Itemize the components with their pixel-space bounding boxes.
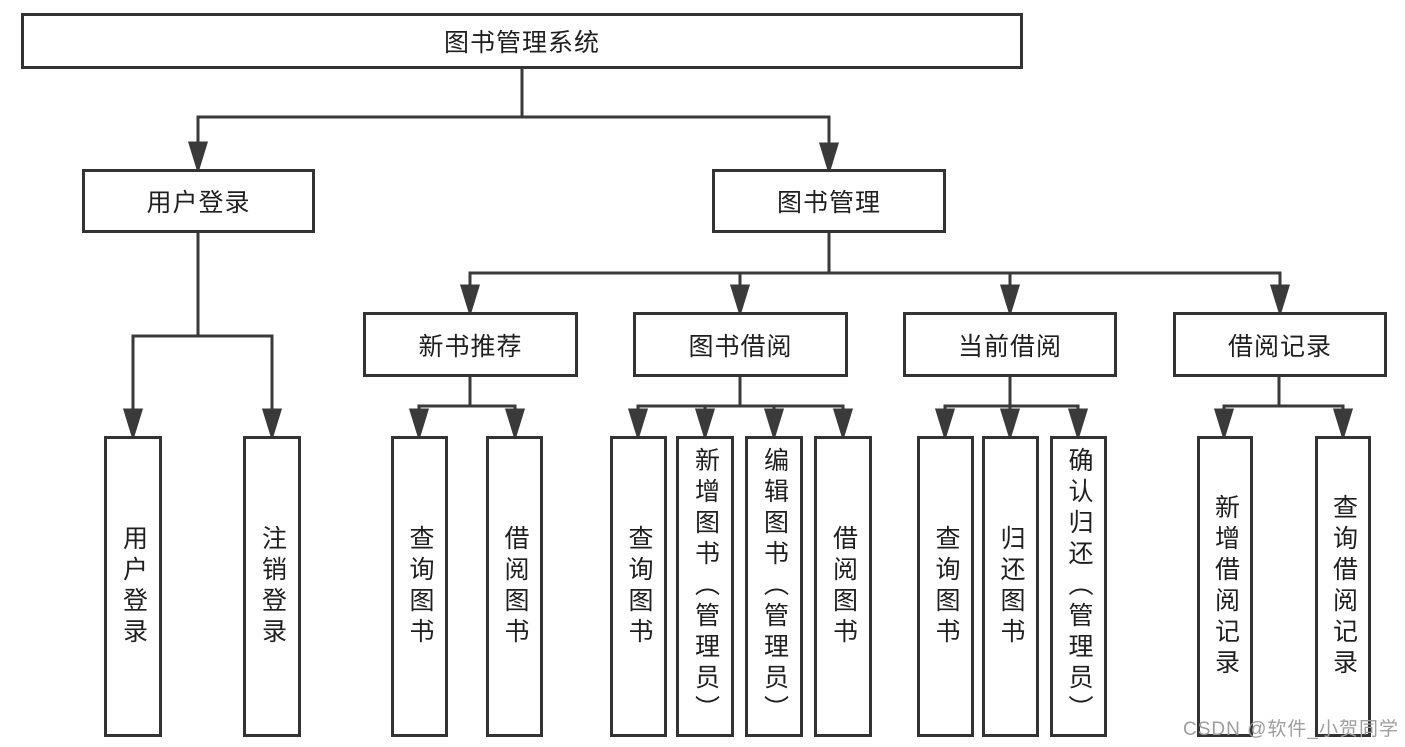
csdn-watermark: CSDN @软件_小贺同学 <box>1183 719 1399 740</box>
node-label: 图书借阅 <box>688 332 793 361</box>
node-label: 查询图书 <box>625 524 653 649</box>
leaf-new-book-query: 查询图书 <box>391 436 448 737</box>
leaf-current-return: 归还图书 <box>982 436 1039 737</box>
node-label: 新书推荐 <box>418 332 523 361</box>
connector-book-management <box>459 231 1291 318</box>
connector-records <box>1213 375 1354 442</box>
leaf-current-query: 查询图书 <box>917 436 974 737</box>
leaf-borrow-query: 查询图书 <box>610 436 667 737</box>
connector-user-login <box>122 231 283 442</box>
leaf-borrow-borrow: 借阅图书 <box>814 436 872 737</box>
node-borrow-records: 借阅记录 <box>1173 312 1387 377</box>
node-new-book-recommend: 新书推荐 <box>363 312 578 377</box>
leaf-borrow-add-admin: 新增图书（管理员） <box>676 436 734 737</box>
node-label: 归还图书 <box>997 524 1025 649</box>
node-label: 图书管理 <box>776 189 881 217</box>
node-label: 确认归还（管理员） <box>1065 447 1093 726</box>
leaf-records-query: 查询借阅记录 <box>1315 436 1371 737</box>
node-label: 查询借阅记录 <box>1329 493 1358 680</box>
leaf-current-confirm-return-admin: 确认归还（管理员） <box>1050 436 1107 737</box>
connector-current <box>934 375 1089 442</box>
node-root: 图书管理系统 <box>21 13 1023 69</box>
node-label: 图书管理系统 <box>443 29 600 57</box>
node-label: 查询图书 <box>406 524 434 649</box>
node-label: 借阅记录 <box>1227 332 1332 361</box>
node-label: 借阅图书 <box>501 524 529 649</box>
node-label: 编辑图书（管理员） <box>760 447 789 726</box>
node-book-management: 图书管理 <box>712 169 946 233</box>
connector-new-book <box>408 375 526 442</box>
connector-borrow <box>627 375 854 442</box>
leaf-user-login: 用户登录 <box>104 436 162 737</box>
node-label: 当前借阅 <box>957 332 1062 361</box>
node-label: 新增图书（管理员） <box>691 447 720 726</box>
node-user-login: 用户登录 <box>82 169 315 233</box>
node-label: 借阅图书 <box>829 524 858 649</box>
leaf-records-add: 新增借阅记录 <box>1197 436 1253 737</box>
node-label: 新增借阅记录 <box>1211 493 1240 680</box>
node-label: 用户登录 <box>146 189 251 217</box>
connector-root <box>187 67 840 176</box>
leaf-logout-login: 注销登录 <box>243 436 301 737</box>
leaf-borrow-edit-admin: 编辑图书（管理员） <box>745 436 803 737</box>
node-label: 用户登录 <box>119 524 148 649</box>
node-label: 注销登录 <box>258 524 287 649</box>
node-label: 查询图书 <box>932 524 960 649</box>
node-current-borrow: 当前借阅 <box>903 312 1117 377</box>
leaf-new-book-borrow: 借阅图书 <box>486 436 543 737</box>
node-book-borrow: 图书借阅 <box>633 312 848 377</box>
